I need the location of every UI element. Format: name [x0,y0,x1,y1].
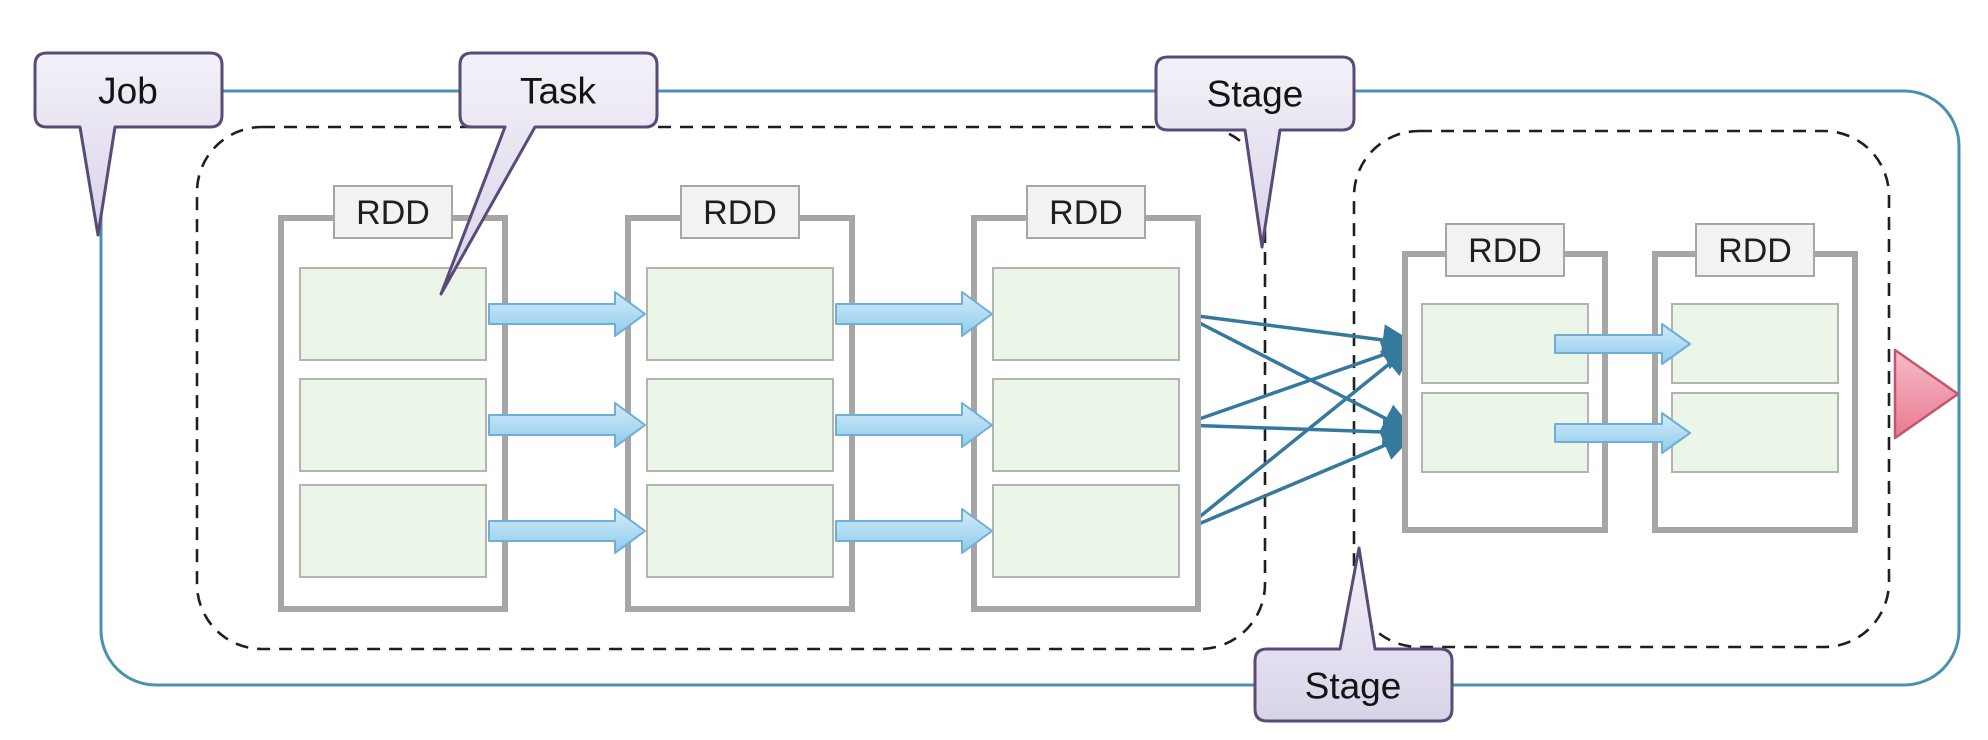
task-callout-label: Task [520,71,597,112]
map-arrow [488,508,646,554]
partition-cell [646,484,834,578]
map-arrows-rdd4-rdd5 [1554,323,1691,454]
shuffle-arrow [1181,312,1418,356]
job-boundary [99,89,1961,687]
stage-top-callout-bubble [1154,55,1356,249]
rdd-1: RDD [278,185,508,612]
rdd-label: RDD [1049,194,1123,232]
shuffle-arrow [1181,312,1418,435]
rdd-label: RDD [356,194,430,232]
map-arrow [835,402,993,448]
partition-cell [646,267,834,361]
shuffle-arrow [1181,339,1418,427]
stage-top-callout: Stage [1154,55,1356,249]
partition-cell [1671,303,1839,384]
shuffle-arrow [1181,430,1418,533]
rdd-4: RDD [1402,223,1608,533]
partition-cell [299,378,487,472]
rdd-label: RDD [703,194,777,232]
task-callout: Task [439,51,659,296]
stage-1-boundary [195,125,1267,651]
job-callout-bubble [33,51,224,237]
map-arrow [1554,412,1691,454]
rdd-label-tab [1695,223,1815,277]
partition-cell [299,484,487,578]
stage-bottom-callout-bubble [1253,546,1454,723]
output-triangle [1893,348,1960,440]
map-arrows-rdd1-rdd2 [488,291,646,554]
job-callout-label: Job [98,71,158,112]
partition-cell [992,484,1180,578]
stage-bottom-callout: Stage [1253,546,1454,723]
shuffle-arrow [1180,341,1417,533]
map-arrow [1554,323,1691,365]
rdd-3: RDD [971,185,1201,612]
rdd-5: RDD [1652,223,1858,533]
rdd-label-tab [1445,223,1565,277]
rdd-label-tab [333,185,453,239]
map-arrow [835,291,993,337]
rdd-label: RDD [1468,232,1542,270]
partition-cell [992,378,1180,472]
partition-cell [299,267,487,361]
partition-cell [1671,392,1839,473]
rdd-label: RDD [1718,232,1792,270]
map-arrow [488,291,646,337]
map-arrows-rdd2-rdd3 [835,291,993,554]
rdd-2: RDD [625,185,855,612]
stage-top-callout-label: Stage [1207,74,1304,115]
map-arrow [835,508,993,554]
rdd-label-tab [680,185,800,239]
shuffle-arrows [1180,312,1418,533]
shuffle-arrow [1181,416,1418,448]
partition-cell [646,378,834,472]
stage-bottom-callout-label: Stage [1305,666,1402,707]
rdd-label-tab [1026,185,1146,239]
stage-2-boundary [1352,129,1891,649]
job-callout: Job [33,51,224,237]
partition-cell [992,267,1180,361]
map-arrow [488,402,646,448]
task-callout-bubble [439,51,659,296]
